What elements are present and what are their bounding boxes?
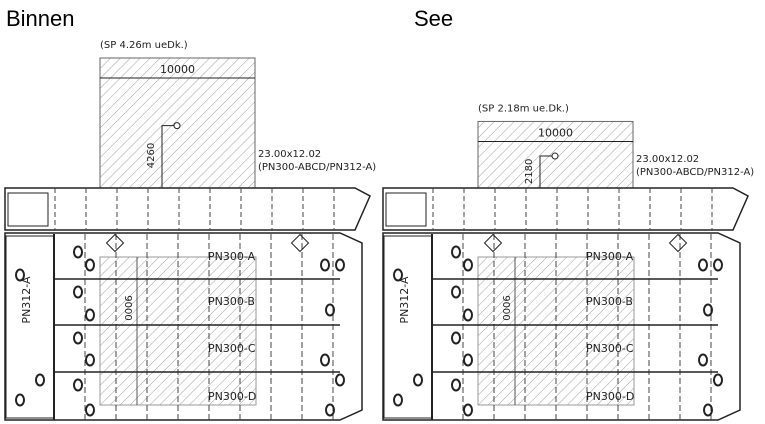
lashing-eye-icon [85,403,95,417]
end-pontoon-name: PN312-A [20,276,33,324]
height-dimension: 4260 [146,143,157,168]
lashing-eye-icon [320,258,330,272]
pontoon-label: (PN300-ABCD/PN312-A) [636,167,754,178]
lashing-eye-icon [35,373,45,387]
pontoon-name: PN300-B [586,295,633,308]
lashing-eye-icon [73,285,83,299]
pontoon-name: PN300-D [208,390,256,403]
lashing-eye-icon [73,245,83,259]
lashing-eye-icon [451,378,461,392]
lashing-eye-icon [85,353,95,367]
lashing-eye-icon [463,258,473,272]
lashing-eye-icon [703,403,713,417]
bollard-icon [105,233,125,253]
sp-label: (SP 2.18m ue.Dk.) [478,103,569,114]
cog-marker-icon [551,152,559,160]
lashing-eye-icon [73,378,83,392]
lashing-eye-icon [463,353,473,367]
height-dimension: 2180 [524,159,535,184]
lashing-eye-icon [335,258,345,272]
panel-0: (SP 4.26m ueDk.) 10000 4260 23.00x12.02 (PN3… [4,40,376,421]
end-pontoon-elevation [385,192,427,227]
lashing-eye-icon [335,373,345,387]
lashing-eye-icon [15,268,25,282]
lashing-eye-icon [85,258,95,272]
bollard-icon [290,233,310,253]
lashing-eye-icon [698,353,708,367]
sp-label: (SP 4.26m ueDk.) [100,40,188,51]
hull-elevation [4,187,371,231]
lashing-eye-icon [85,308,95,322]
pontoon-name: PN300-A [208,250,256,263]
cog-marker-line [539,155,552,188]
panel-title-binnen: Binnen [6,6,75,31]
panel-title-see: See [414,6,454,31]
depth-dimension: 9000 [500,295,511,320]
lashing-eye-icon [451,245,461,259]
lashing-eye-icon [713,373,723,387]
cog-marker-line [161,125,174,188]
depth-dimension: 9000 [122,295,133,320]
lashing-eye-icon [73,331,83,345]
hull-elevation [382,187,749,231]
pontoon-name: PN300-A [586,250,634,263]
lashing-eye-icon [451,331,461,345]
lashing-eye-icon [703,303,713,317]
pontoon-name: PN300-B [208,295,255,308]
lashing-eye-icon [325,303,335,317]
lashing-eye-icon [463,308,473,322]
pontoon-name: PN300-C [208,342,256,355]
bollard-icon [668,233,688,253]
lashing-eye-icon [393,393,403,407]
width-dimension: 10000 [538,126,573,139]
cog-marker-icon [173,122,181,130]
pontoon-label: (PN300-ABCD/PN312-A) [258,162,376,173]
pontoon-name: PN300-D [586,390,634,403]
lashing-eye-icon [393,268,403,282]
pontoon-name: PN300-C [586,342,634,355]
end-pontoon-elevation [7,192,49,227]
lashing-eye-icon [713,258,723,272]
lashing-eye-icon [451,285,461,299]
size-label: 23.00x12.02 [636,154,699,165]
lashing-eye-icon [320,353,330,367]
lashing-eye-icon [325,403,335,417]
lashing-eye-icon [463,403,473,417]
size-label: 23.00x12.02 [258,149,321,160]
lashing-eye-icon [698,258,708,272]
lashing-eye-icon [15,393,25,407]
end-pontoon-name: PN312-A [398,276,411,324]
lashing-eye-icon [413,373,423,387]
bollard-icon [483,233,503,253]
width-dimension: 10000 [160,63,195,76]
panel-1: (SP 2.18m ue.Dk.) 10000 2180 23.00x12.02 (PN… [382,103,754,421]
